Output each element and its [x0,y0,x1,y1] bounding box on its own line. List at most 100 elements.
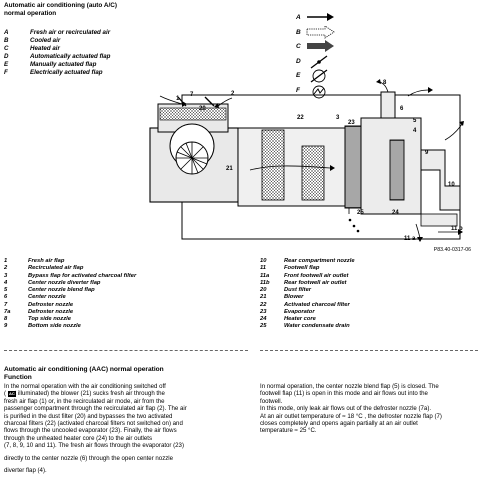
cooled-air-arrow-icon [306,25,335,39]
schematic-drawing: 1 7 20 2 8 6 5 4 9 21 22 3 23 10 25 24 1… [149,79,464,242]
evaporator [344,125,362,209]
charcoal-filter-1 [261,129,285,201]
symbol-letter-b: B [296,29,301,36]
title-line-1: Automatic air conditioning (auto A/C) [4,2,118,9]
text-line: In the normal operation with the air con… [4,383,166,390]
text-line: closes completely and opens again partia… [260,420,418,428]
function-text-left: In the normal operation with the air con… [4,383,256,474]
air-duct [237,127,359,207]
text-line: ( not illuminated) the blower (21) sucks… [4,390,165,398]
label-4: 4 [413,128,417,134]
label-10: 10 [448,182,455,188]
symbol-letter-f: F [296,87,300,94]
footwell-duct [420,213,458,227]
text-line: In normal operation, the center nozzle b… [260,383,439,390]
title-line-2: normal operation [4,10,57,17]
ac-button-icon: AC [8,391,16,397]
section-title: Automatic air conditioning (AAC) normal … [4,366,164,373]
text-line: At an air outlet temperature of ≈ 18 °C … [260,412,442,420]
text-line: through the unheated heater core (24) to… [4,434,153,442]
symbol-letter-c: C [296,43,301,50]
label-2: 2 [231,91,235,97]
heated-air-arrow-icon [307,40,334,52]
automatic-flap-icon [310,55,328,69]
symbol-letter-e: E [296,72,301,79]
heater-core [389,139,405,201]
section-heading: Automatic air conditioning (AAC) normal … [4,366,164,382]
label-25: 25 [357,210,364,216]
text-line: directly to the center nozzle (6) throug… [4,454,174,462]
label-8: 8 [383,80,387,86]
label-1: 1 [176,96,180,102]
label-23: 23 [348,120,355,126]
manual-flap-icon [310,69,328,83]
divider-left [4,350,248,351]
flow-arrows [159,79,464,242]
label-7: 7 [190,92,194,98]
text-line: In this mode, only leak air flows out of… [260,405,432,413]
text-line: temperature ≈ 25 °C. [260,427,317,435]
label-11b: 11 b [451,226,463,232]
text-line: fresh air flap (1) or, in the recirculat… [4,397,165,405]
rear-duct [420,149,461,211]
divider-right [260,350,478,351]
text-line: passenger compartment through the recirc… [4,405,187,413]
page-title: Automatic air conditioning (auto A/C) no… [4,2,117,18]
blower-housing [149,96,239,203]
label-5: 5 [413,118,417,124]
top-outlet [380,91,396,119]
label-3: 3 [336,115,340,121]
charcoal-filter-2 [301,145,325,201]
dust-filter [159,107,227,121]
fresh-air-arrow-icon [307,13,334,21]
label-22: 22 [297,115,304,121]
text-line: diverter flap (4). [4,467,47,475]
text-line: footwell. [260,397,283,405]
function-text-right: In normal operation, the center nozzle b… [260,383,482,435]
text-line: (7, 8, 9, 10 and 11). The fresh air flow… [4,442,184,450]
section-subtitle: Function [4,374,32,381]
text-line: is purified in the dust filter (20) and … [4,412,173,420]
label-11a: 11 a [404,236,416,242]
label-21: 21 [226,166,233,172]
figure-reference: P83.40-0317-06 [433,247,471,253]
label-6: 6 [400,106,404,112]
text-line: flows through the uncooled evaporator (2… [4,427,177,435]
symbol-letter-d: D [296,58,301,65]
label-20: 20 [199,106,206,112]
symbol-icons [306,13,335,99]
label-9: 9 [425,150,429,156]
label-24: 24 [392,210,399,216]
text-line: footwell flap (11) is open in this mode … [260,390,428,398]
electric-flap-icon [312,85,326,99]
condensate-drain-icon [348,208,360,233]
text-line: charcoal filters (22) (activated charcoa… [4,420,183,428]
